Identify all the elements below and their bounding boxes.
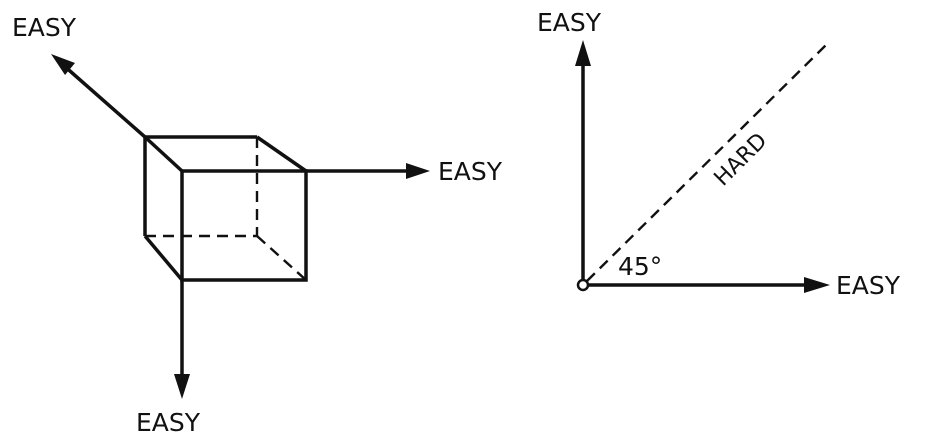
cube-top-right-diagonal [256, 135, 307, 173]
hard-axis-diagonal [586, 43, 828, 282]
easy-axis-upper-left [60, 62, 147, 139]
arrowhead-upper-left [51, 54, 75, 75]
arrowhead-down [174, 374, 190, 399]
easy-label-right: EASY [438, 157, 503, 186]
arrowhead-horizontal [804, 277, 830, 293]
hard-label: HARD [710, 128, 773, 191]
arrowhead-up [575, 40, 591, 66]
angle-diagram: EASY EASY 45° HARD [537, 8, 901, 300]
cube-diagram: EASY EASY EASY [12, 13, 503, 437]
arrowhead-right [406, 163, 430, 179]
angle-label: 45° [618, 252, 662, 281]
cube-front-face [180, 169, 308, 282]
cube-bottom-left-diagonal [143, 234, 184, 282]
easy-label-top-left: EASY [12, 13, 77, 42]
cube-top-left-diagonal [143, 135, 184, 173]
easy-label-bottom: EASY [136, 408, 201, 437]
cube-hidden-edge-diagonal-back [256, 235, 307, 281]
easy-label-right-end: EASY [836, 271, 901, 300]
origin-circle [576, 278, 590, 292]
easy-label-top: EASY [537, 8, 602, 37]
